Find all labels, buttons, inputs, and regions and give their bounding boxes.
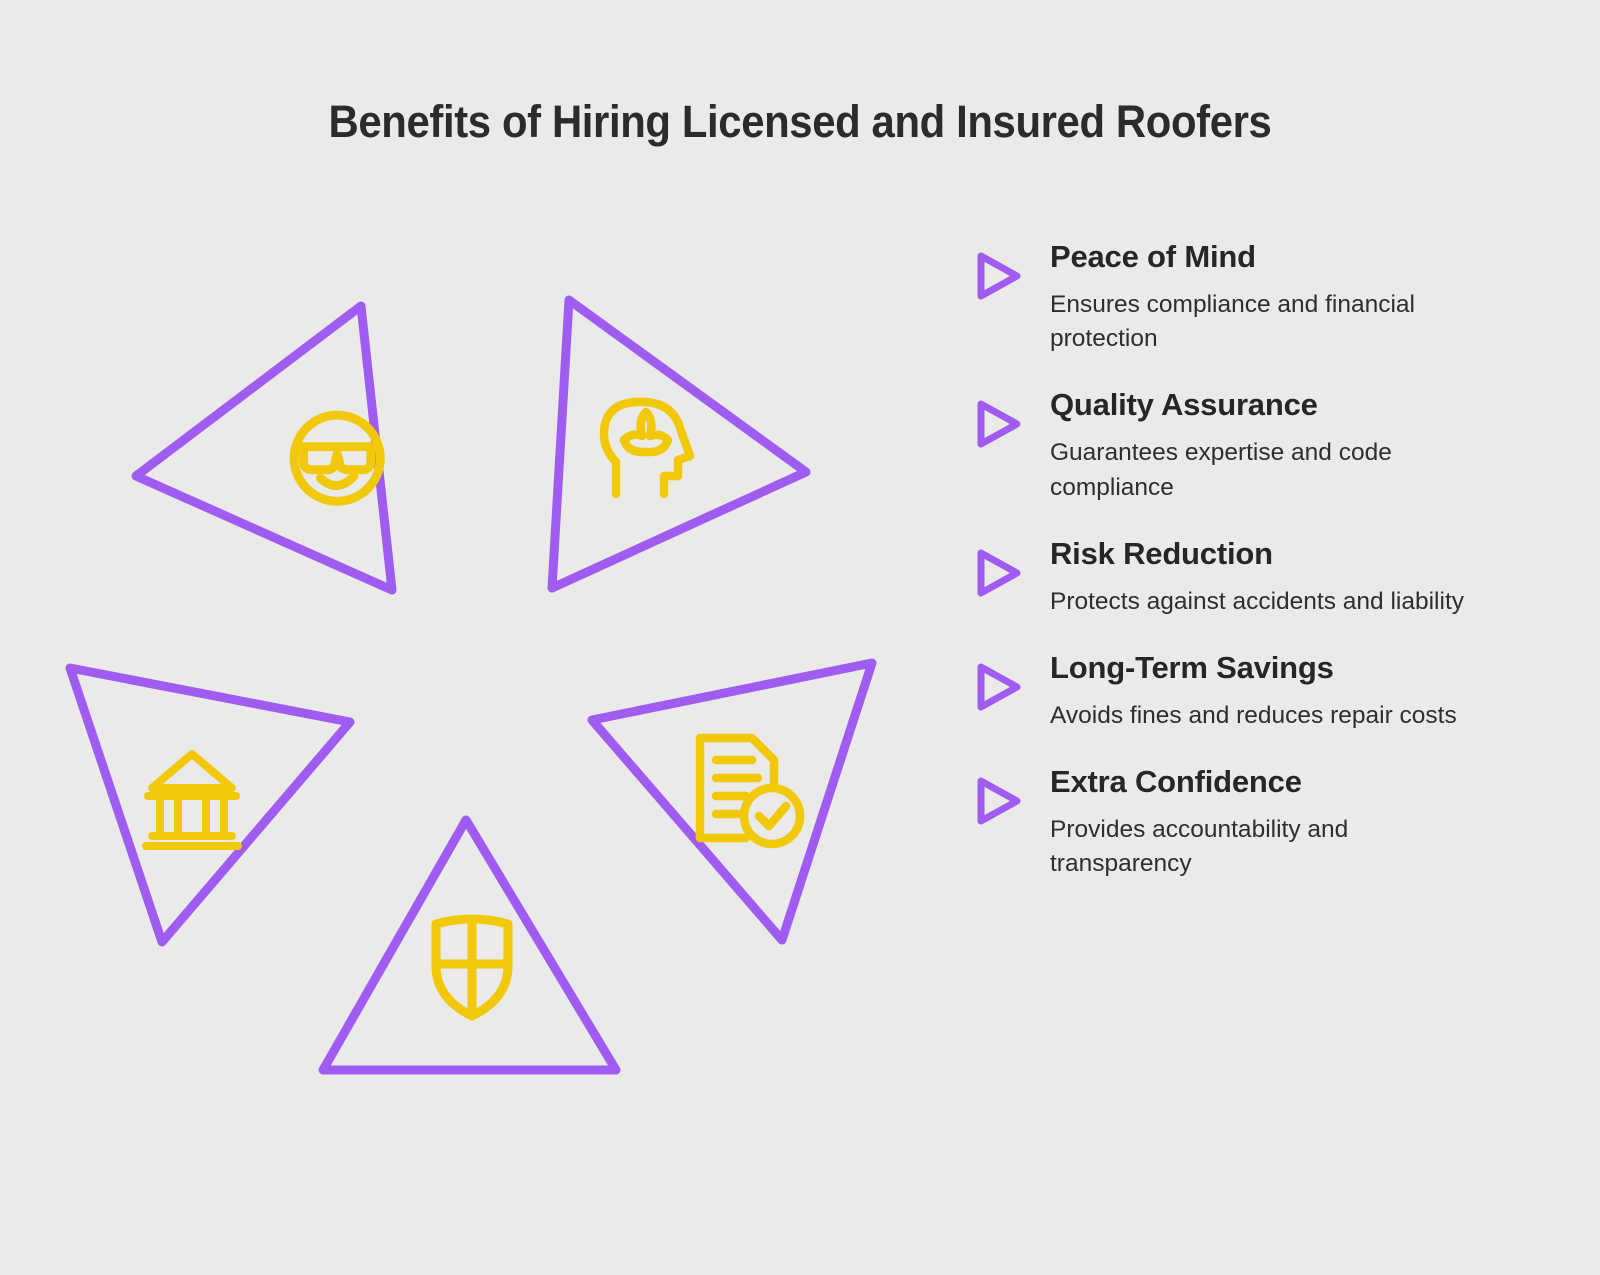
radial-triangle-diagram [40, 270, 920, 1090]
bank-building-icon [142, 750, 242, 850]
benefit-title: Extra Confidence [1050, 764, 1302, 800]
benefit-item-long-term-savings[interactable]: Long-Term Savings Avoids fines and reduc… [968, 649, 1568, 733]
benefits-list: Peace of Mind Ensures compliance and fin… [968, 238, 1568, 881]
benefit-item-risk-reduction[interactable]: Risk Reduction Protects against accident… [968, 535, 1568, 619]
triangle-bottom [318, 815, 621, 1075]
triangle-upper-right [547, 295, 811, 593]
benefit-description: Ensures compliance and financial protect… [1050, 290, 1415, 353]
play-triangle-icon [972, 775, 1024, 827]
triangle-left [65, 663, 355, 947]
play-triangle-icon [972, 398, 1024, 450]
play-triangle-icon [972, 661, 1024, 713]
benefit-item-peace-of-mind[interactable]: Peace of Mind Ensures compliance and fin… [968, 238, 1568, 356]
triangle-right [587, 658, 877, 945]
benefit-title: Peace of Mind [1050, 239, 1256, 274]
sunglasses-smiley-icon [289, 410, 385, 506]
benefit-description: Guarantees expertise and code compliance [1050, 439, 1392, 501]
page-title: Benefits of Hiring Licensed and Insured … [328, 96, 1272, 147]
play-triangle-icon [972, 547, 1024, 599]
verified-document-icon [695, 733, 805, 849]
benefit-description: Provides accountability and transparency [1050, 815, 1349, 878]
benefit-title: Risk Reduction [1050, 535, 1273, 571]
mindful-head-lotus-icon [599, 397, 695, 499]
shield-cross-icon [431, 914, 513, 1021]
benefit-title: Quality Assurance [1050, 387, 1318, 423]
benefit-item-quality-assurance[interactable]: Quality Assurance Guarantees expertise a… [968, 386, 1568, 504]
benefit-description: Avoids fines and reduces repair costs [1050, 701, 1457, 729]
benefit-item-extra-confidence[interactable]: Extra Confidence Provides accountability… [968, 763, 1568, 881]
play-triangle-icon [972, 250, 1024, 302]
benefit-description: Protects against accidents and liability [1050, 587, 1464, 615]
benefit-title: Long-Term Savings [1050, 649, 1334, 685]
